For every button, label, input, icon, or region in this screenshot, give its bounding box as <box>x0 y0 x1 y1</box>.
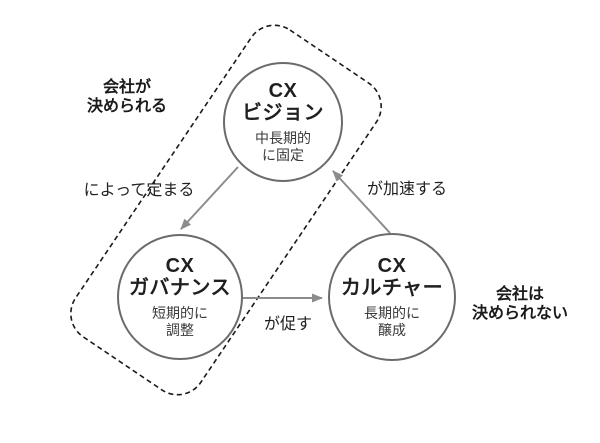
arrow-culture-to-vision <box>332 170 391 234</box>
node-cx-governance: CX ガバナンス 短期的に 調整 <box>117 234 243 360</box>
annotation-company-cannot-decide: 会社は 決められない <box>472 285 568 323</box>
node-cx-vision-subtitle-line2: に固定 <box>262 147 304 163</box>
node-cx-vision-subtitle-line1: 中長期的 <box>255 130 311 146</box>
annotation-company-can-decide-line2: 決められる <box>86 98 168 115</box>
node-cx-culture-subtitle-line1: 長期的に <box>364 305 420 321</box>
node-cx-culture-title-line1: CX <box>377 255 407 277</box>
node-cx-governance-subtitle-line1: 短期的に <box>152 305 208 321</box>
node-cx-governance-subtitle-line2: 調整 <box>166 322 194 338</box>
edge-label-vision-to-governance: によって定まる <box>83 182 195 199</box>
edge-label-culture-to-vision: が加速する <box>366 181 448 198</box>
annotation-company-cannot-decide-line1: 会社は <box>495 286 545 303</box>
node-cx-vision-title-line2: ビジョン <box>242 102 324 124</box>
node-cx-governance-title-line1: CX <box>165 255 195 277</box>
annotation-company-can-decide-line1: 会社が <box>102 79 152 96</box>
node-cx-culture-title-line2: カルチャー <box>340 277 444 299</box>
edge-label-governance-to-culture: が促す <box>263 316 313 333</box>
annotation-company-cannot-decide-line2: 決められない <box>471 305 569 322</box>
node-cx-governance-title-line2: ガバナンス <box>128 277 232 299</box>
node-cx-culture: CX カルチャー 長期的に 醸成 <box>328 233 456 361</box>
node-cx-culture-subtitle-line2: 醸成 <box>378 322 406 338</box>
arrow-vision-to-governance <box>180 166 239 230</box>
annotation-company-can-decide: 会社が 決められる <box>87 78 167 116</box>
node-cx-vision: CX ビジョン 中長期的 に固定 <box>223 62 343 182</box>
node-cx-vision-title-line1: CX <box>268 80 298 102</box>
dashed-region-outline <box>70 24 382 396</box>
